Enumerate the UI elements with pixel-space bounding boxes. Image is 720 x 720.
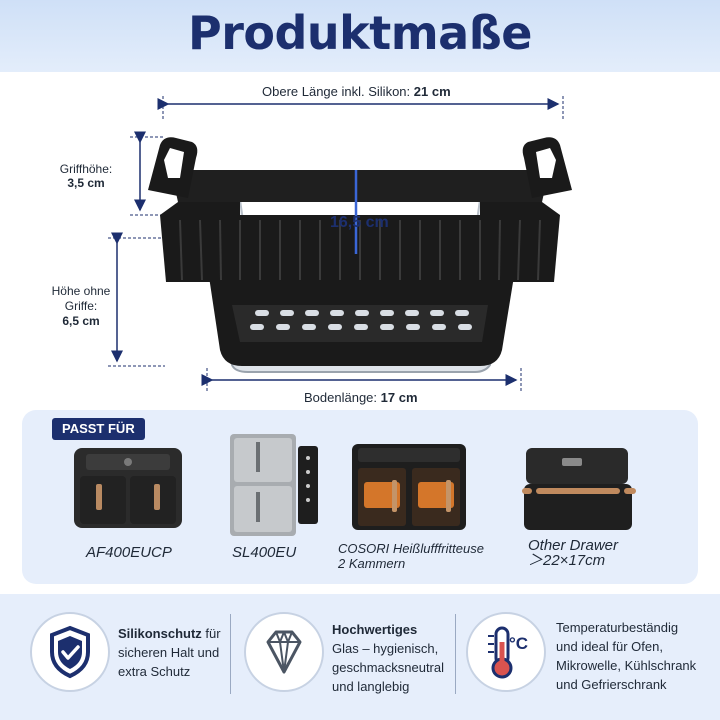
handle-right-hole: [536, 148, 556, 178]
device-label: AF400EUCP: [86, 544, 172, 561]
divider: [455, 614, 456, 694]
bottom-length-label: Bodenlänge: 17 cm: [304, 390, 418, 405]
feature-glass-text: Hochwertiges Glas – hygienisch, geschmac…: [332, 622, 444, 694]
sleeve-corner-right: [480, 202, 560, 215]
device-cosori-image: [352, 444, 466, 530]
page-title: Produktmaße: [187, 6, 533, 60]
product-glass-dish-image: [148, 137, 572, 373]
features-panel: [0, 594, 720, 720]
feature-icon-circle: [466, 612, 546, 692]
sleeve-ribs: [179, 219, 541, 281]
handle-height-label: Griffhöhe: 3,5 cm: [59, 162, 113, 190]
divider: [230, 614, 231, 694]
feature-icon-circle: [30, 612, 110, 692]
device-label: SL400EU: [232, 544, 297, 561]
dimension-lines: [108, 96, 564, 392]
width-value: 16,5 cm: [330, 214, 389, 231]
device-other-drawer-image: [522, 448, 636, 530]
fits-badge: PASST FÜR: [52, 418, 145, 440]
tray-slots: [250, 310, 472, 330]
feature-silicone-text: Silikonschutz für sicheren Halt und extr…: [118, 626, 221, 679]
feature-icon-circle: [244, 612, 324, 692]
thermometer-icon: [488, 626, 513, 679]
device-sl400eu-image: [230, 434, 318, 536]
top-length-label: Obere Länge inkl. Silikon: 21 cm: [262, 84, 451, 99]
body-height-label: Höhe ohne Griffe: 6,5 cm: [51, 284, 111, 328]
silicone-rim: [173, 170, 547, 202]
feature-temperature-text: Temperaturbeständig und ideal für Ofen, …: [556, 620, 697, 692]
device-label: Other Drawer ＞22×17cm: [528, 537, 619, 569]
device-af400eucp-image: [74, 448, 182, 528]
tray-inner: [232, 305, 488, 342]
sleeve-corner-left: [160, 202, 240, 215]
header-band: [0, 0, 720, 72]
shield-check-icon: [50, 625, 90, 679]
diamond-icon: [266, 630, 302, 674]
device-label: COSORI Heißlufffritteuse 2 Kammern: [338, 541, 484, 571]
celsius-unit: °C: [509, 634, 529, 653]
handle-left-hole: [164, 148, 184, 178]
